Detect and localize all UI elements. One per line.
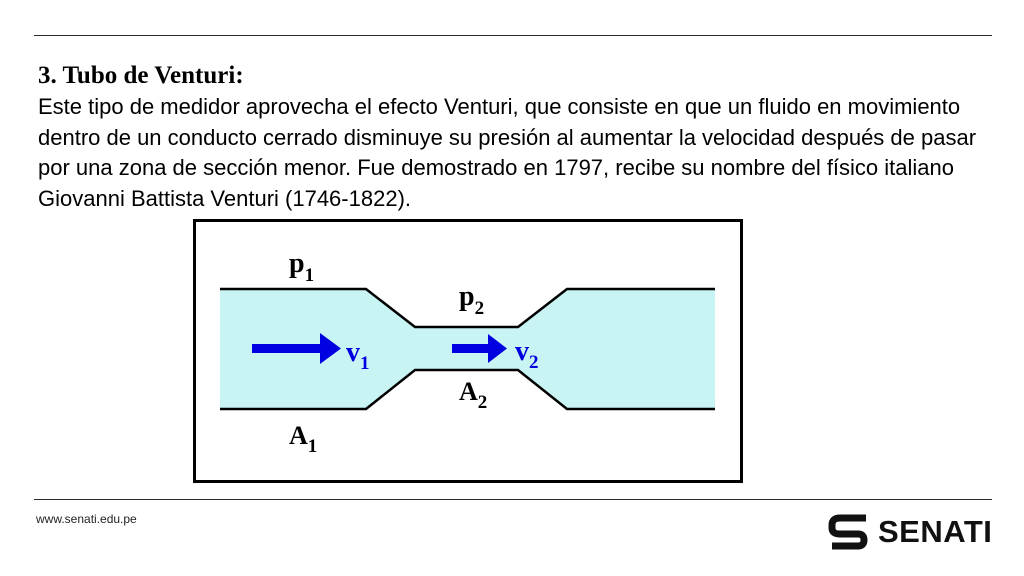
top-divider bbox=[34, 35, 992, 36]
label-a2: A2 bbox=[459, 377, 487, 413]
venturi-tube-diagram: p1 p2 v1 v2 A2 A1 bbox=[193, 219, 743, 483]
footer-url: www.senati.edu.pe bbox=[36, 512, 137, 526]
label-v2: v2 bbox=[515, 336, 539, 373]
velocity-arrow-2 bbox=[452, 334, 507, 363]
label-v1: v1 bbox=[346, 337, 370, 374]
bottom-divider bbox=[34, 499, 992, 500]
label-p2: p2 bbox=[459, 281, 484, 319]
senati-logo: SENATI bbox=[826, 511, 996, 553]
slide-body-text: Este tipo de medidor aprovecha el efecto… bbox=[38, 94, 977, 211]
senati-s-logo-icon bbox=[828, 514, 868, 550]
slide-title: 3. Tubo de Venturi: bbox=[38, 62, 244, 89]
senati-logo-text: SENATI bbox=[878, 514, 993, 549]
label-a1: A1 bbox=[289, 421, 317, 457]
velocity-arrow-1 bbox=[252, 333, 341, 364]
tube-lower-wall bbox=[220, 368, 715, 411]
label-p1: p1 bbox=[289, 248, 314, 286]
tube-upper-wall bbox=[220, 287, 715, 329]
